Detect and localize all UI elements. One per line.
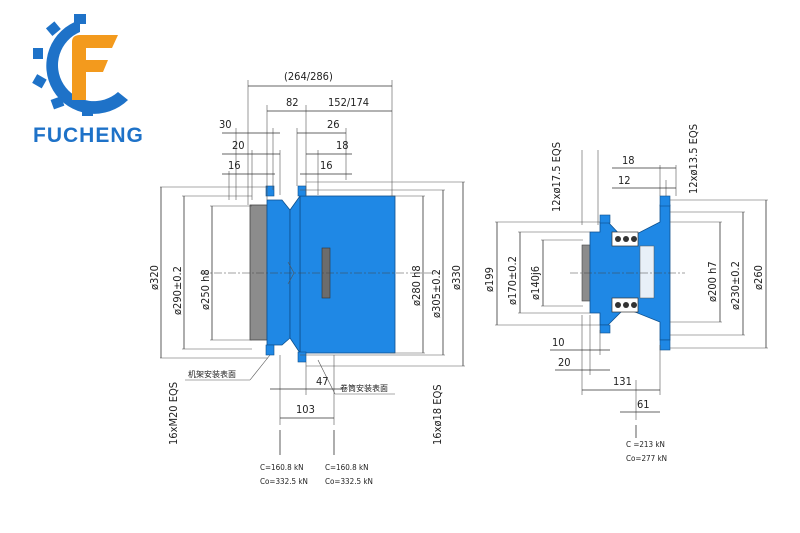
right-assembly-drawing	[495, 150, 768, 438]
dim-12-r: 12	[618, 174, 631, 187]
dim-10: 10	[552, 336, 565, 349]
dim-26: 26	[327, 118, 340, 131]
dim-d280: ø280 h8	[410, 265, 423, 306]
dim-16xd18: 16xø18 EQS	[431, 384, 444, 445]
dim-18-r: 18	[622, 154, 635, 167]
dim-d320: ø320	[148, 265, 161, 290]
dim-20-r: 20	[558, 356, 571, 369]
dim-d305: ø305±0.2	[430, 269, 443, 318]
hub-housing	[589, 204, 671, 341]
dim-12xd17-5: 12xø17.5 EQS	[550, 142, 563, 212]
frame-flange	[249, 204, 268, 341]
dim-d140: ø140j6	[529, 266, 542, 300]
dim-131: 131	[613, 375, 632, 388]
label-drum-surface: 卷筒安装表面	[340, 383, 388, 393]
dim-152-174: 152/174	[328, 96, 369, 109]
load-co: Co=277 kN	[626, 454, 667, 463]
dim-d170: ø170±0.2	[506, 256, 519, 305]
dim-d230: ø230±0.2	[729, 261, 742, 310]
dim-16-left: 16	[228, 159, 241, 172]
dim-d199: ø199	[483, 267, 496, 292]
load-right-co: Co=332.5 kN	[325, 477, 373, 486]
dim-d260: ø260	[752, 265, 765, 290]
dim-d250: ø250 h8	[199, 269, 212, 310]
dim-16-right: 16	[320, 159, 333, 172]
load-c: C =213 kN	[626, 440, 665, 449]
dim-overall-length: (264/286)	[284, 70, 333, 83]
dim-d330: ø330	[450, 265, 463, 290]
dim-61: 61	[637, 398, 650, 411]
drum-body	[299, 195, 396, 354]
label-frame-surface: 机架安装表面	[188, 369, 236, 379]
dim-20: 20	[232, 139, 245, 152]
brand-name: FUCHENG	[33, 124, 144, 147]
load-right-c: C=160.8 kN	[325, 463, 369, 472]
load-left-co: Co=332.5 kN	[260, 477, 308, 486]
dim-30: 30	[219, 118, 232, 131]
gear-f-logo-icon	[32, 14, 128, 116]
dim-16xm20: 16xM20 EQS	[167, 382, 180, 445]
dim-47: 47	[316, 375, 329, 388]
load-left-c: C=160.8 kN	[260, 463, 304, 472]
dim-103: 103	[296, 403, 315, 416]
dim-d290: ø290±0.2	[171, 266, 184, 315]
dim-18: 18	[336, 139, 349, 152]
left-assembly-drawing	[160, 80, 465, 455]
housing-neck	[289, 194, 301, 355]
dim-82: 82	[286, 96, 299, 109]
company-logo	[0, 0, 170, 160]
dim-d200: ø200 h7	[706, 261, 719, 302]
housing-left	[266, 199, 291, 346]
dim-12xd13-5: 12xø13.5 EQS	[687, 124, 700, 194]
